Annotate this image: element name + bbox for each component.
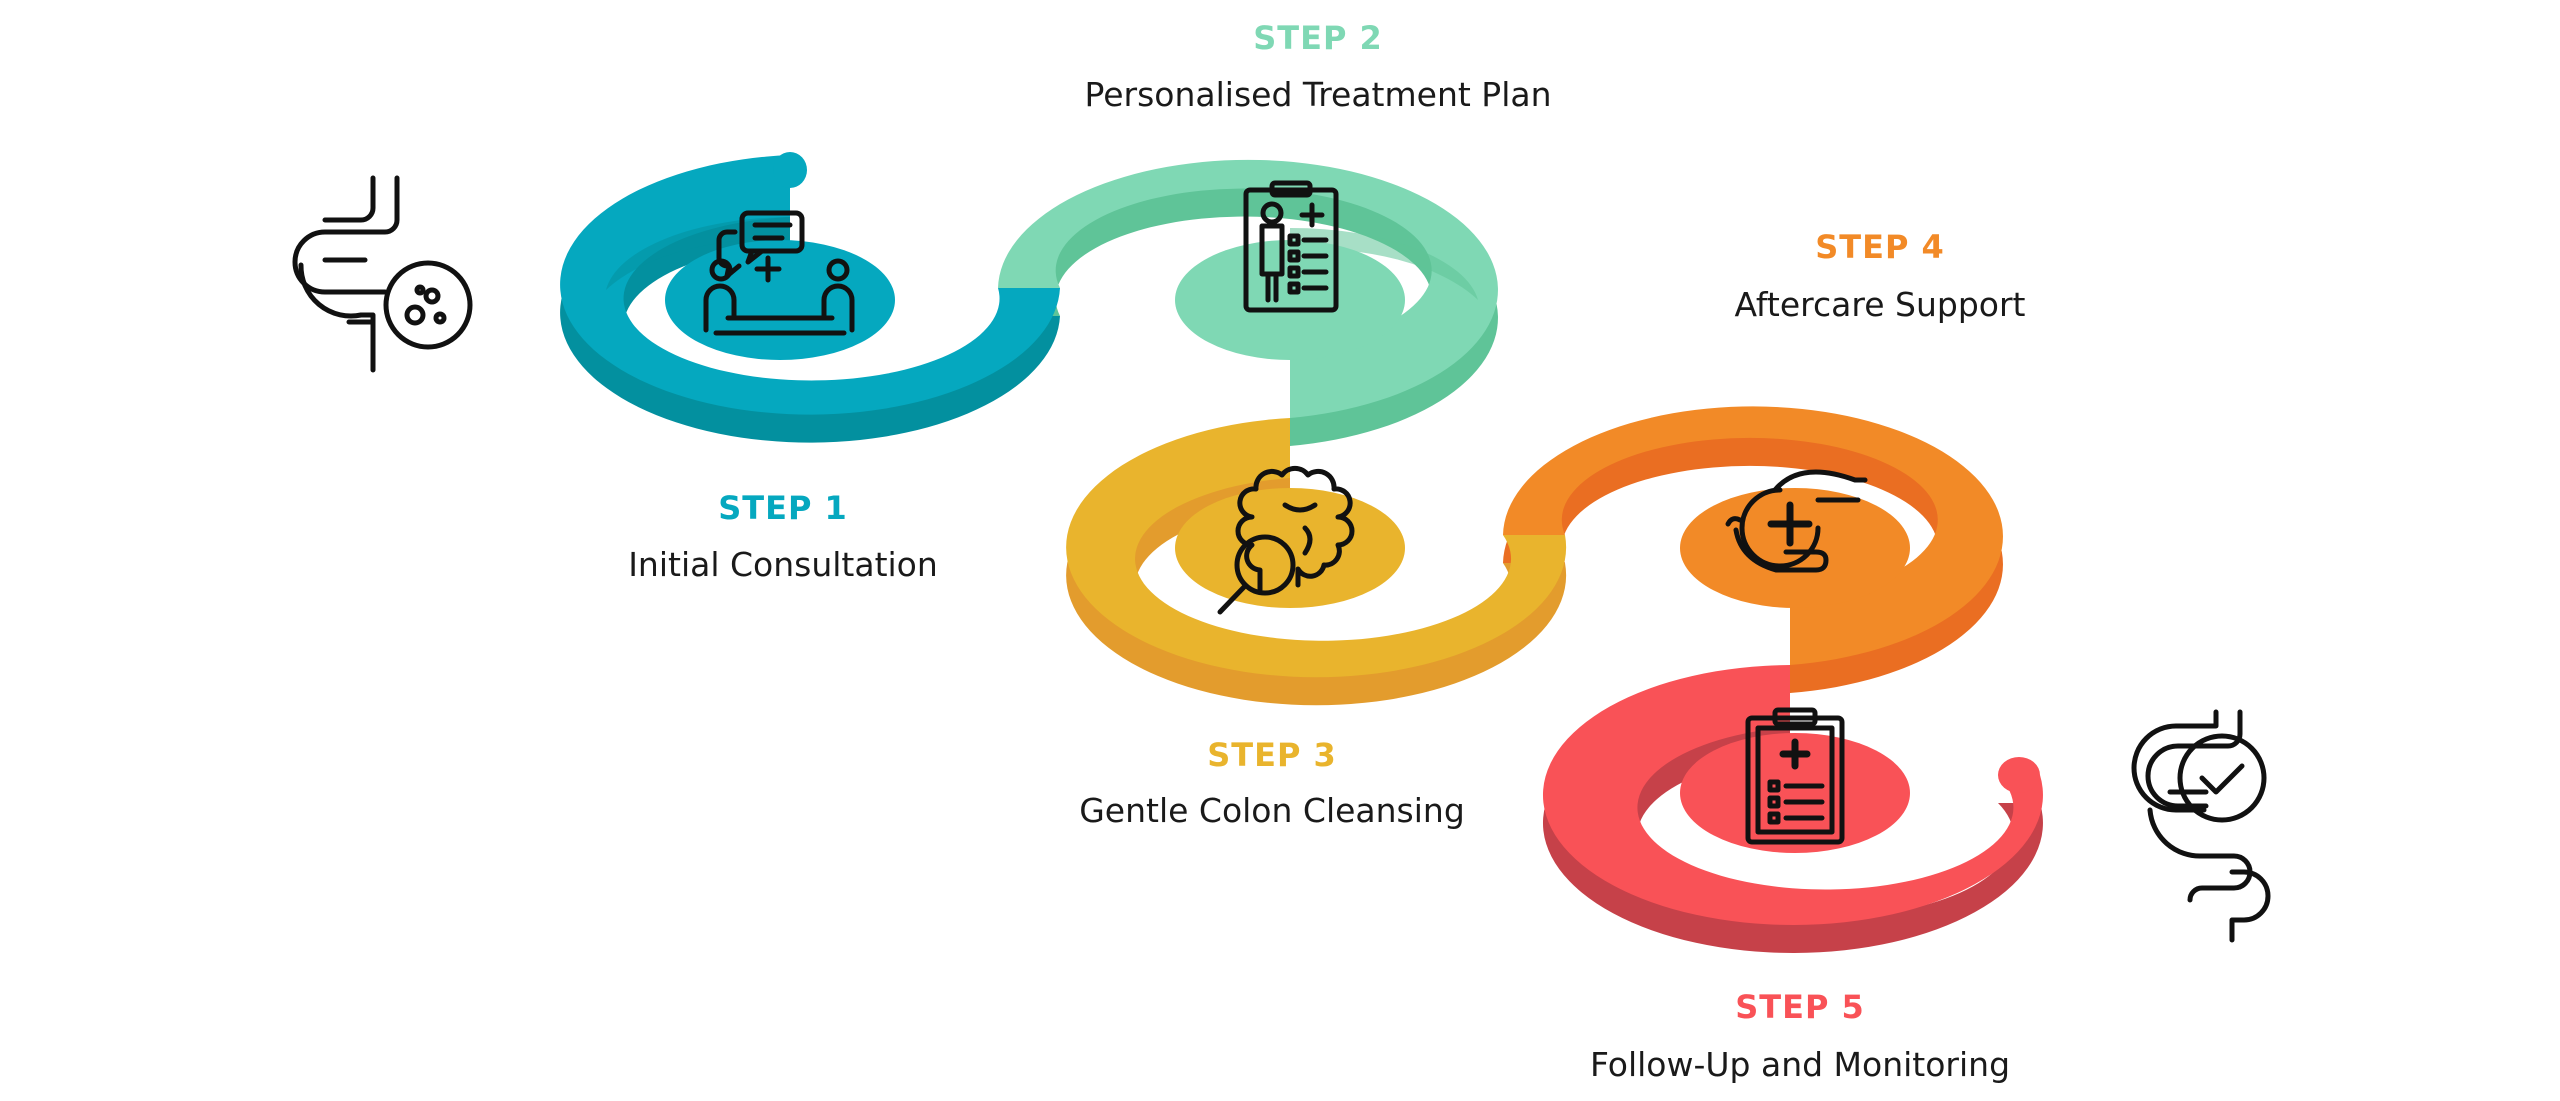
ribbon-cap-end (1998, 757, 2040, 793)
disc-step4 (1680, 488, 1910, 608)
ribbon-track (560, 152, 2043, 953)
ribbon-top-step1 (560, 155, 1060, 415)
ribbon-side-step3 (1066, 446, 1567, 706)
step-2-title: STEP 2 (1253, 19, 1383, 57)
step-4-subtitle: Aftercare Support (1735, 285, 2026, 324)
step-1-title: STEP 1 (718, 489, 848, 527)
intestine-bacteria-icon (292, 175, 473, 373)
ribbon-cap-start (773, 152, 807, 188)
step-labels: STEP 1 Initial Consultation STEP 2 Perso… (628, 19, 2025, 1084)
ribbon-top-step5 (1542, 665, 2043, 925)
consultation-icon (703, 210, 855, 336)
step-4-title: STEP 4 (1815, 228, 1945, 266)
step-2-subtitle: Personalised Treatment Plan (1085, 75, 1552, 114)
step-5-title: STEP 5 (1735, 988, 1865, 1026)
step-5-subtitle: Follow-Up and Monitoring (1590, 1045, 2010, 1084)
step-3-subtitle: Gentle Colon Cleansing (1079, 791, 1465, 830)
intestine-check-icon (2131, 709, 2271, 943)
step-1-subtitle: Initial Consultation (628, 545, 938, 584)
ribbon-top-step2 (998, 159, 1498, 418)
disc-step2 (1175, 240, 1405, 360)
colon-inspection-icon (1217, 465, 1355, 615)
step-3-title: STEP 3 (1207, 736, 1337, 774)
care-hands-icon (1725, 469, 1868, 573)
ribbon-top (560, 152, 2043, 925)
treatment-plan-icon (1243, 180, 1339, 313)
ribbon-top-step4 (1503, 406, 2003, 665)
clipboard-icon (1745, 707, 1845, 845)
disc-step1 (665, 240, 895, 360)
ribbon-top-step3 (1066, 418, 1567, 678)
disc-step5 (1680, 733, 1910, 853)
